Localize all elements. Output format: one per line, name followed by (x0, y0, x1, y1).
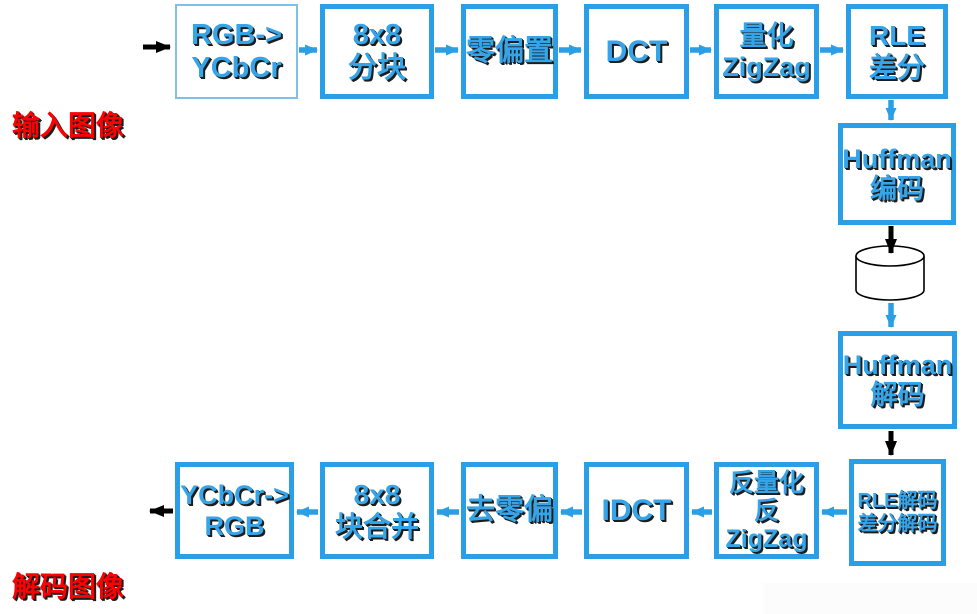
step-label: 8x8 分块 (347, 19, 406, 84)
step-dct: DCT (584, 4, 689, 99)
step-label: Huffman 解码 (842, 349, 953, 410)
step-label: 去零偏 (466, 494, 554, 527)
step-label: DCT (605, 34, 668, 68)
step-label: Huffman 编码 (842, 143, 952, 204)
step-zero-offset: 零偏置 (461, 4, 558, 99)
step-dequantize-izigzag: 反量化 反ZigZag (714, 462, 819, 559)
step-label: 量化 ZigZag (722, 21, 811, 82)
step-rle-diff: RLE 差分 (846, 4, 948, 99)
step-label: IDCT (601, 493, 672, 527)
step-label: RGB-> YCbCr (190, 19, 283, 84)
watermark-strip (763, 583, 977, 614)
step-ycbcr-to-rgb: YCbCr-> RGB (175, 462, 294, 559)
step-idct: IDCT (584, 462, 689, 559)
step-huffman-decode: Huffman 解码 (838, 331, 957, 429)
step-label: RLE解码 差分解码 (857, 490, 938, 535)
step-rle-diff-decode: RLE解码 差分解码 (849, 459, 946, 566)
step-huffman-encode: Huffman 编码 (838, 123, 956, 225)
step-label: 零偏置 (466, 35, 554, 68)
database-cylinder-icon (855, 245, 925, 301)
step-merge-8x8: 8x8 块合并 (320, 462, 434, 559)
step-rgb-to-ycbcr: RGB-> YCbCr (175, 4, 298, 99)
output-image-label: 解码图像 (12, 571, 125, 602)
step-quantize-zigzag: 量化 ZigZag (714, 4, 819, 99)
step-label: YCbCr-> RGB (180, 480, 289, 541)
step-remove-zero-offset: 去零偏 (461, 462, 558, 559)
input-image-label: 输入图像 (12, 110, 125, 141)
step-label: RLE 差分 (868, 20, 925, 83)
step-split-8x8: 8x8 分块 (320, 4, 434, 99)
step-label: 反量化 反ZigZag (725, 468, 808, 553)
step-label: 8x8 块合并 (334, 479, 419, 542)
